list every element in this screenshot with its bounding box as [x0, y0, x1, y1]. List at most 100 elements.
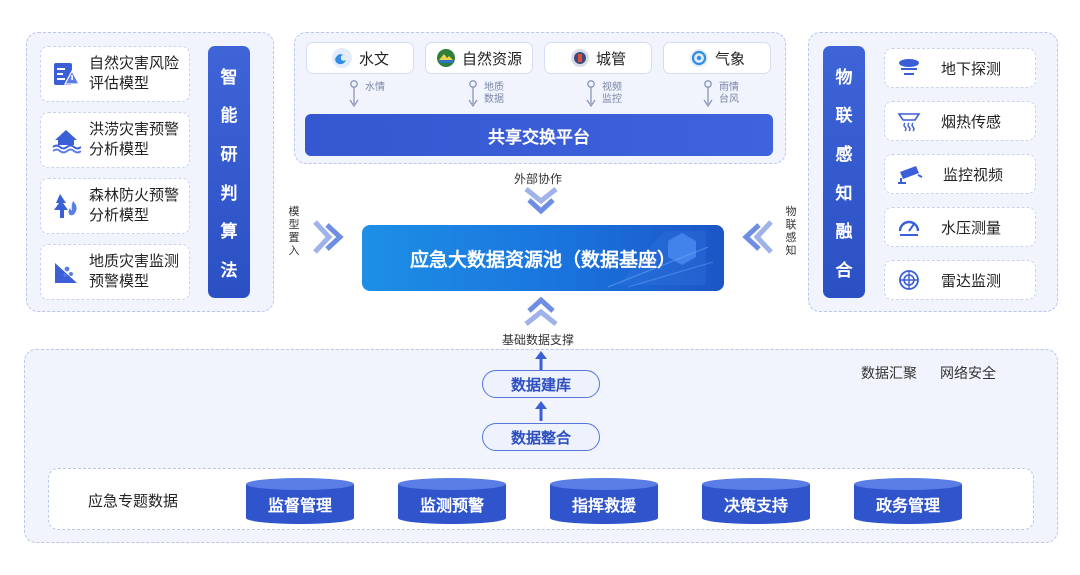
bar-char: 能 [220, 106, 238, 126]
sensor-underground[interactable]: 地下探测 [884, 48, 1036, 88]
cylinder-shape [398, 478, 506, 524]
iot-fusion-bar: 物 联 感 知 融 合 [823, 46, 865, 298]
cylinder-shape [550, 478, 658, 524]
source-tab-natural-resources[interactable]: 自然资源 [425, 42, 533, 74]
pool-decoration [607, 231, 714, 288]
step-label: 数据建库 [510, 376, 571, 394]
tag-data-aggregation: 数据汇聚 [861, 365, 917, 381]
source-arrow-label: 水情 [365, 82, 385, 93]
model-card-flood[interactable]: 洪涝灾害预警分析模型 [40, 112, 190, 168]
source-arrow-label: 地质数据 [484, 82, 504, 105]
sensor-radar[interactable]: 雷达监测 [884, 260, 1036, 300]
topic-data-label: 应急专题数据 [88, 493, 179, 510]
source-tab-hydrology[interactable]: 水文 [306, 42, 414, 74]
bar-char: 联 [835, 106, 853, 126]
pressure-gauge-icon [898, 220, 920, 236]
natural-resources-icon [436, 49, 455, 67]
topic-label: 指挥救援 [571, 498, 636, 515]
cylinder-shape [854, 478, 962, 524]
arrow-down-icon [349, 80, 359, 108]
model-label: 洪涝灾害预警分析模型 [89, 121, 180, 158]
model-label: 自然灾害风险评估模型 [89, 55, 180, 92]
sensor-smoke-heat[interactable]: 烟热传感 [884, 101, 1036, 141]
sensor-label: 监控视频 [943, 166, 1004, 184]
source-tab-city-management[interactable]: 城管 [544, 42, 652, 74]
source-label: 自然资源 [461, 50, 522, 68]
cylinder-shape [702, 478, 810, 524]
sensor-label: 烟热传感 [941, 113, 1002, 131]
underground-probe-icon [899, 59, 919, 75]
model-label: 森林防火预警分析模型 [89, 187, 180, 224]
arrow-up-icon [535, 401, 547, 421]
model-card-geo-hazard[interactable]: 地质灾害监测预警模型 [40, 244, 190, 300]
smoke-heat-icon [897, 113, 921, 132]
chevron-up-icon [524, 296, 558, 326]
topic-label: 监督管理 [267, 498, 332, 515]
flood-house-icon [52, 130, 81, 154]
sensor-water-pressure[interactable]: 水压测量 [884, 207, 1036, 247]
surveillance-camera-icon [898, 166, 923, 184]
source-arrow-label: 雨情台风 [719, 82, 739, 105]
step-label: 数据整合 [510, 429, 571, 447]
sensor-surveillance[interactable]: 监控视频 [884, 154, 1036, 194]
chevron-down-icon [524, 187, 558, 215]
topic-monitoring[interactable]: 监测预警 [398, 478, 506, 524]
platform-label: 共享交换平台 [488, 127, 590, 147]
source-arrow: 雨情台风 [702, 80, 762, 110]
model-card-risk-assessment[interactable]: 自然灾害风险评估模型 [40, 46, 190, 102]
topic-decision-support[interactable]: 决策支持 [702, 478, 810, 524]
cylinder-shape [246, 478, 354, 524]
hydrology-icon [331, 48, 352, 68]
tag-network-security: 网络安全 [940, 365, 996, 381]
arrow-down-icon [586, 80, 596, 108]
source-label: 城管 [595, 50, 626, 68]
bar-char: 融 [835, 222, 853, 242]
bar-char: 研 [220, 145, 238, 165]
bar-char: 物 [835, 67, 853, 87]
topic-command-rescue[interactable]: 指挥救援 [550, 478, 658, 524]
arrow-down-icon [703, 80, 713, 108]
source-tab-meteorology[interactable]: 气象 [663, 42, 771, 74]
source-label: 水文 [358, 50, 389, 68]
source-arrow: 地质数据 [467, 80, 527, 110]
bar-char: 合 [835, 261, 853, 281]
bar-char: 智 [220, 67, 238, 87]
iot-label: 物联感知 [785, 206, 797, 257]
model-card-forest-fire[interactable]: 森林防火预警分析模型 [40, 178, 190, 234]
sensor-label: 地下探测 [941, 60, 1002, 78]
model-input-label: 模型置入 [288, 206, 300, 257]
chevron-left-icon [742, 220, 773, 254]
source-label: 气象 [714, 50, 745, 68]
external-collab-label: 外部协作 [514, 172, 563, 186]
step-database-build[interactable]: 数据建库 [482, 370, 600, 398]
emergency-data-pool: 应急大数据资源池（数据基座） [362, 225, 724, 291]
bar-char: 算 [220, 222, 238, 242]
shared-exchange-platform: 共享交换平台 [305, 114, 773, 156]
smart-algorithm-bar: 智 能 研 判 算 法 [208, 46, 250, 298]
source-arrow: 水情 [348, 80, 408, 110]
topic-label: 政务管理 [875, 498, 940, 515]
step-data-integration[interactable]: 数据整合 [482, 423, 600, 451]
topic-government-affairs[interactable]: 政务管理 [854, 478, 962, 524]
sensor-label: 水压测量 [941, 219, 1002, 237]
landslide-icon [55, 263, 77, 283]
chart-warning-icon [54, 63, 81, 85]
arrow-down-icon [468, 80, 478, 108]
radar-icon [899, 270, 919, 290]
arrow-up-icon [535, 351, 547, 370]
city-management-icon [570, 49, 589, 67]
topic-label: 监测预警 [419, 498, 484, 515]
meteorology-icon [689, 49, 708, 67]
model-label: 地质灾害监测预警模型 [89, 253, 180, 290]
base-data-support-label: 基础数据支撑 [502, 333, 575, 347]
sensor-label: 雷达监测 [941, 272, 1002, 290]
bar-char: 知 [835, 183, 853, 203]
chevron-right-icon [313, 220, 344, 254]
source-arrow-label: 视频监控 [602, 82, 622, 105]
bar-char: 判 [220, 183, 238, 203]
source-arrow: 视频监控 [585, 80, 645, 110]
bar-char: 感 [835, 145, 853, 165]
pool-label: 应急大数据资源池（数据基座） [409, 249, 676, 271]
topic-label: 决策支持 [723, 498, 788, 515]
topic-supervision[interactable]: 监督管理 [246, 478, 354, 524]
